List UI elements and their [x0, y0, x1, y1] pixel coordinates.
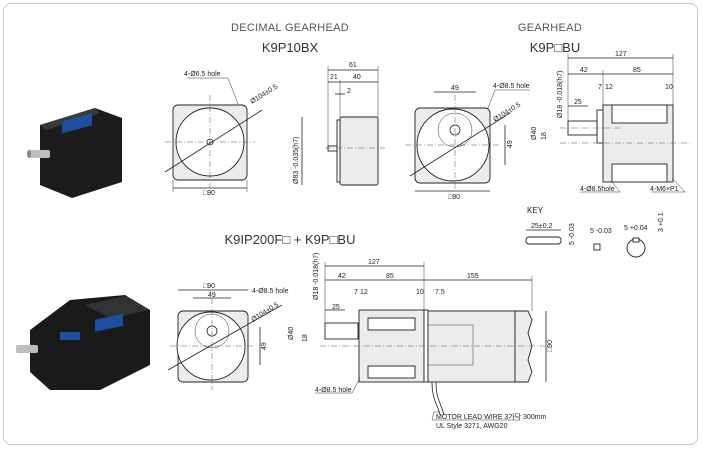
- key-detail: KEY 25±0.2 5 -0.03 5 -0.03 5 +0.04 3 +0.…: [525, 206, 665, 258]
- combo-dim-7: 7: [354, 289, 358, 296]
- gearhead-photo: [27, 108, 122, 198]
- ul-style-label: UL Style 3271, AWG20: [436, 423, 508, 430]
- key-title: KEY: [527, 206, 544, 215]
- gearhead-front-view: 49 4-Ø8.5 hole Ø104±0.5 49 □90: [405, 83, 530, 201]
- combo-dim-25: 25: [332, 304, 340, 311]
- gh-hole2-label: 4-Ø8.5hole: [580, 186, 615, 193]
- gh-sq-label: □90: [448, 194, 460, 201]
- key-slot-label: 5 +0.04: [624, 225, 648, 232]
- gh-dim-49: 49: [451, 85, 459, 92]
- gh-dim-18: 18: [541, 132, 548, 140]
- combo-dim-42: 42: [338, 273, 346, 280]
- combo-side-view: 127 155 42 85 7 12 10 7.5 25 Ø18 -0.018(…: [288, 253, 554, 430]
- gh-tap-label: 4-M6×P1: [650, 186, 679, 193]
- gh-dim-85: 85: [633, 67, 641, 74]
- decimal-model: K9P10BX: [262, 40, 319, 55]
- gearhead-model: K9P□BU: [530, 40, 580, 55]
- combo-shaft-label: Ø18 -0.018(h7): [313, 253, 320, 300]
- gh-dim-12: 12: [605, 84, 613, 91]
- decimal-dia-label: Ø104±0.5: [249, 83, 279, 105]
- combo-dim-49: 49: [208, 292, 216, 299]
- combo-dim-12: 12: [360, 289, 368, 296]
- combo-sqv-label: □90: [547, 340, 554, 352]
- gh-dim-42: 42: [580, 67, 588, 74]
- combo-sq-label: □90: [203, 283, 215, 290]
- gh-dim-d40: Ø40: [531, 127, 538, 140]
- combo-hole2-label: 4-Ø8.5 hole: [315, 387, 352, 394]
- key-depth-label: 3 +0.1: [658, 212, 665, 232]
- decimal-shaft-label: Ø83 -0.035(h7): [293, 137, 300, 184]
- combo-dim-18: 18: [302, 334, 309, 342]
- key-w-label: 5 -0.03: [590, 228, 612, 235]
- decimal-gearhead-title: DECIMAL GEARHEAD: [231, 22, 349, 34]
- dim-61: 61: [349, 62, 357, 69]
- dim-2: 2: [347, 88, 351, 95]
- combo-model: K9IP200F□ + K9P□BU: [225, 232, 356, 247]
- combo-dim-155: 155: [467, 273, 479, 280]
- combo-dim-49v: 49: [261, 342, 268, 350]
- gh-hole-label: 4-Ø8.5 hole: [493, 83, 530, 90]
- gh-shaft-label: Ø18 -0.018(h7): [557, 71, 564, 118]
- gh-dim-25: 25: [574, 99, 582, 106]
- gh-dim-7: 7: [598, 84, 602, 91]
- motor-lead-wire-label: MOTOR LEAD WIRE 3가닥 300mm: [436, 412, 547, 421]
- decimal-hole-label: 4-Ø6.5 hole: [184, 71, 221, 78]
- key-h-label: 5 -0.03: [569, 223, 576, 245]
- decimal-side-view: 61 21 40 2 Ø83 -0.035(h7): [293, 62, 385, 186]
- combo-dia-label: Ø104±0.5: [250, 301, 280, 323]
- decimal-front-view: 4-Ø6.5 hole Ø104±0.5 □90: [164, 71, 279, 197]
- gh-dia-label: Ø104±0.5: [492, 101, 522, 123]
- gearhead-title: GEARHEAD: [518, 22, 582, 34]
- combo-dim-10: 10: [416, 289, 424, 296]
- dim-40: 40: [353, 74, 361, 81]
- combo-front-view: □90 49 4-Ø8.5 hole Ø104±0.5 49: [167, 283, 289, 390]
- combo-hole-label: 4-Ø8.5 hole: [252, 288, 289, 295]
- combo-dim-127: 127: [368, 259, 380, 266]
- combo-motor-photo: [16, 295, 150, 390]
- gh-dim-49v: 49: [507, 140, 514, 148]
- decimal-sq-label: □90: [203, 190, 215, 197]
- gh-dim-127: 127: [615, 51, 627, 58]
- page-frame: [3, 3, 698, 445]
- key-len-label: 25±0.2: [531, 223, 552, 230]
- dim-21: 21: [330, 74, 338, 81]
- combo-dim-85: 85: [386, 273, 394, 280]
- gearhead-side-view: 127 42 85 7 12 10 25 Ø18 -0.018(h7) Ø40 …: [531, 51, 690, 193]
- gh-dim-10: 10: [665, 84, 673, 91]
- combo-dim-d40: Ø40: [288, 327, 295, 340]
- combo-dim-75: 7.5: [435, 289, 445, 296]
